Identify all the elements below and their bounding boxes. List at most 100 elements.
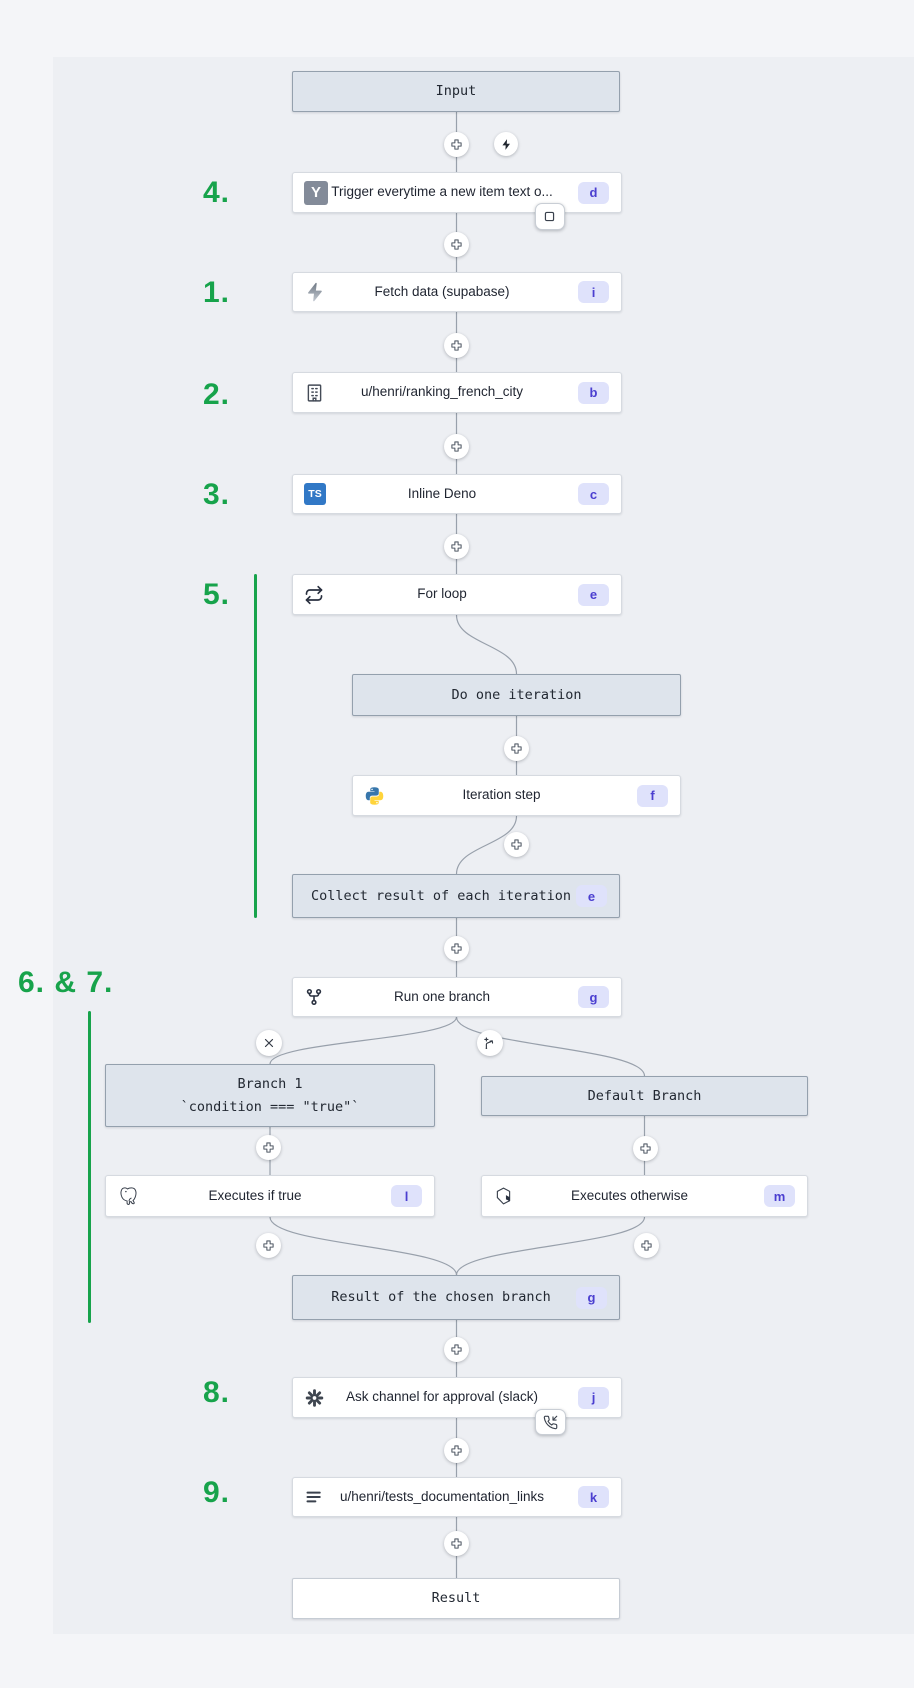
add-branch-button[interactable] bbox=[476, 1030, 503, 1056]
node-result[interactable]: Result bbox=[292, 1578, 620, 1619]
connector-curve bbox=[455, 1216, 646, 1276]
building-icon bbox=[304, 382, 325, 403]
add-step-button[interactable] bbox=[634, 1232, 659, 1258]
add-step-button[interactable] bbox=[444, 131, 469, 157]
trigger-config-button[interactable] bbox=[534, 202, 565, 230]
add-step-button[interactable] bbox=[444, 1437, 469, 1463]
plus-icon bbox=[451, 540, 462, 552]
plus-icon bbox=[263, 1141, 274, 1153]
node-inline-deno[interactable]: TS Inline Deno c bbox=[292, 474, 622, 514]
step-id-badge: f bbox=[637, 784, 668, 807]
annotation-line-branch-scope bbox=[88, 1011, 91, 1323]
plus-icon bbox=[511, 742, 522, 754]
step-id-badge: g bbox=[576, 1286, 607, 1309]
square-icon bbox=[544, 211, 555, 221]
add-step-button[interactable] bbox=[504, 735, 529, 761]
connector-curve bbox=[455, 815, 518, 875]
node-label: Result bbox=[431, 1590, 481, 1607]
node-label: Branch 1`condition === "true"` bbox=[180, 1076, 360, 1115]
step-id-badge: j bbox=[578, 1386, 609, 1409]
add-step-button[interactable] bbox=[444, 231, 469, 257]
step-id-badge: c bbox=[578, 483, 609, 505]
node-ask-approval[interactable]: Ask channel for approval (slack)j bbox=[292, 1377, 622, 1418]
plus-icon bbox=[451, 1537, 462, 1549]
slack-icon bbox=[304, 1387, 325, 1408]
connector-curve bbox=[269, 1016, 458, 1065]
plus-icon bbox=[641, 1239, 652, 1251]
node-label: u/henri/tests_documentation_links bbox=[339, 1488, 545, 1504]
add-step-button[interactable] bbox=[444, 433, 469, 459]
plus-icon bbox=[451, 942, 462, 954]
delete-branch-button[interactable] bbox=[255, 1030, 282, 1056]
plus-icon bbox=[451, 138, 462, 150]
plus-icon bbox=[451, 339, 462, 351]
repeat-icon bbox=[304, 585, 324, 605]
phone-icon bbox=[543, 1415, 558, 1429]
node-label: Trigger everytime a new item text o... bbox=[331, 184, 553, 200]
step-id-badge: d bbox=[578, 181, 609, 204]
add-step-button[interactable] bbox=[444, 1336, 469, 1362]
step-id-badge: b bbox=[578, 381, 609, 404]
node-label: Run one branch bbox=[393, 988, 491, 1004]
node-do-one-iteration[interactable]: Do one iteration bbox=[352, 674, 681, 716]
plus-icon bbox=[451, 238, 462, 250]
node-label: Default Branch bbox=[587, 1087, 702, 1104]
node-fetch-data[interactable]: Fetch data (supabase) i bbox=[292, 272, 622, 312]
trigger-zap-button[interactable] bbox=[494, 132, 518, 156]
add-step-button[interactable] bbox=[444, 935, 469, 961]
annotation-step-label: 6. & 7. bbox=[18, 966, 114, 999]
add-step-button[interactable] bbox=[632, 1135, 658, 1161]
git-branch-icon bbox=[304, 987, 324, 1007]
node-label: Inline Deno bbox=[407, 485, 477, 501]
approval-suspend-indicator[interactable] bbox=[535, 1409, 566, 1435]
supabase-icon bbox=[304, 282, 325, 303]
plus-icon bbox=[451, 440, 462, 452]
plus-icon bbox=[263, 1239, 274, 1251]
node-label: Do one iteration bbox=[451, 686, 582, 703]
node-label: Executes otherwise bbox=[570, 1187, 689, 1203]
connector-curve bbox=[455, 1016, 646, 1077]
step-id-badge: m bbox=[764, 1185, 795, 1207]
add-step-button[interactable] bbox=[504, 831, 529, 857]
node-label: Fetch data (supabase) bbox=[374, 283, 510, 299]
step-id-badge: e bbox=[578, 583, 609, 606]
annotation-step-label: 3. bbox=[203, 478, 231, 511]
plus-icon bbox=[639, 1142, 651, 1154]
flow-canvas-background bbox=[53, 57, 914, 1634]
add-step-button[interactable] bbox=[444, 1530, 469, 1556]
add-step-button[interactable] bbox=[444, 533, 469, 559]
plus-icon bbox=[451, 1343, 462, 1355]
step-id-badge: e bbox=[576, 885, 607, 907]
node-default-branch[interactable]: Default Branch bbox=[481, 1076, 808, 1116]
node-input[interactable]: Input bbox=[292, 71, 620, 112]
plus-icon bbox=[511, 838, 522, 850]
postgres-icon bbox=[117, 1185, 139, 1207]
lines-icon bbox=[304, 1487, 325, 1508]
annotation-step-label: 4. bbox=[203, 176, 231, 209]
node-label: Collect result of each iteration bbox=[310, 887, 572, 904]
node-executes-otherwise[interactable]: Executes otherwise m bbox=[481, 1175, 808, 1217]
node-label: Input bbox=[435, 83, 477, 100]
annotation-step-label: 9. bbox=[203, 1476, 231, 1509]
annotation-line-loop-scope bbox=[254, 574, 257, 918]
add-step-button[interactable] bbox=[256, 1134, 281, 1160]
plus-icon bbox=[451, 1444, 462, 1456]
cube-icon bbox=[493, 1186, 514, 1207]
add-step-button[interactable] bbox=[444, 332, 469, 358]
python-icon bbox=[364, 785, 385, 806]
ts-icon: TS bbox=[304, 483, 326, 505]
step-id-badge: i bbox=[578, 281, 609, 303]
node-branch-1[interactable]: Branch 1`condition === "true"` bbox=[105, 1064, 435, 1127]
annotation-step-label: 8. bbox=[203, 1376, 231, 1409]
add-step-button[interactable] bbox=[256, 1232, 281, 1258]
